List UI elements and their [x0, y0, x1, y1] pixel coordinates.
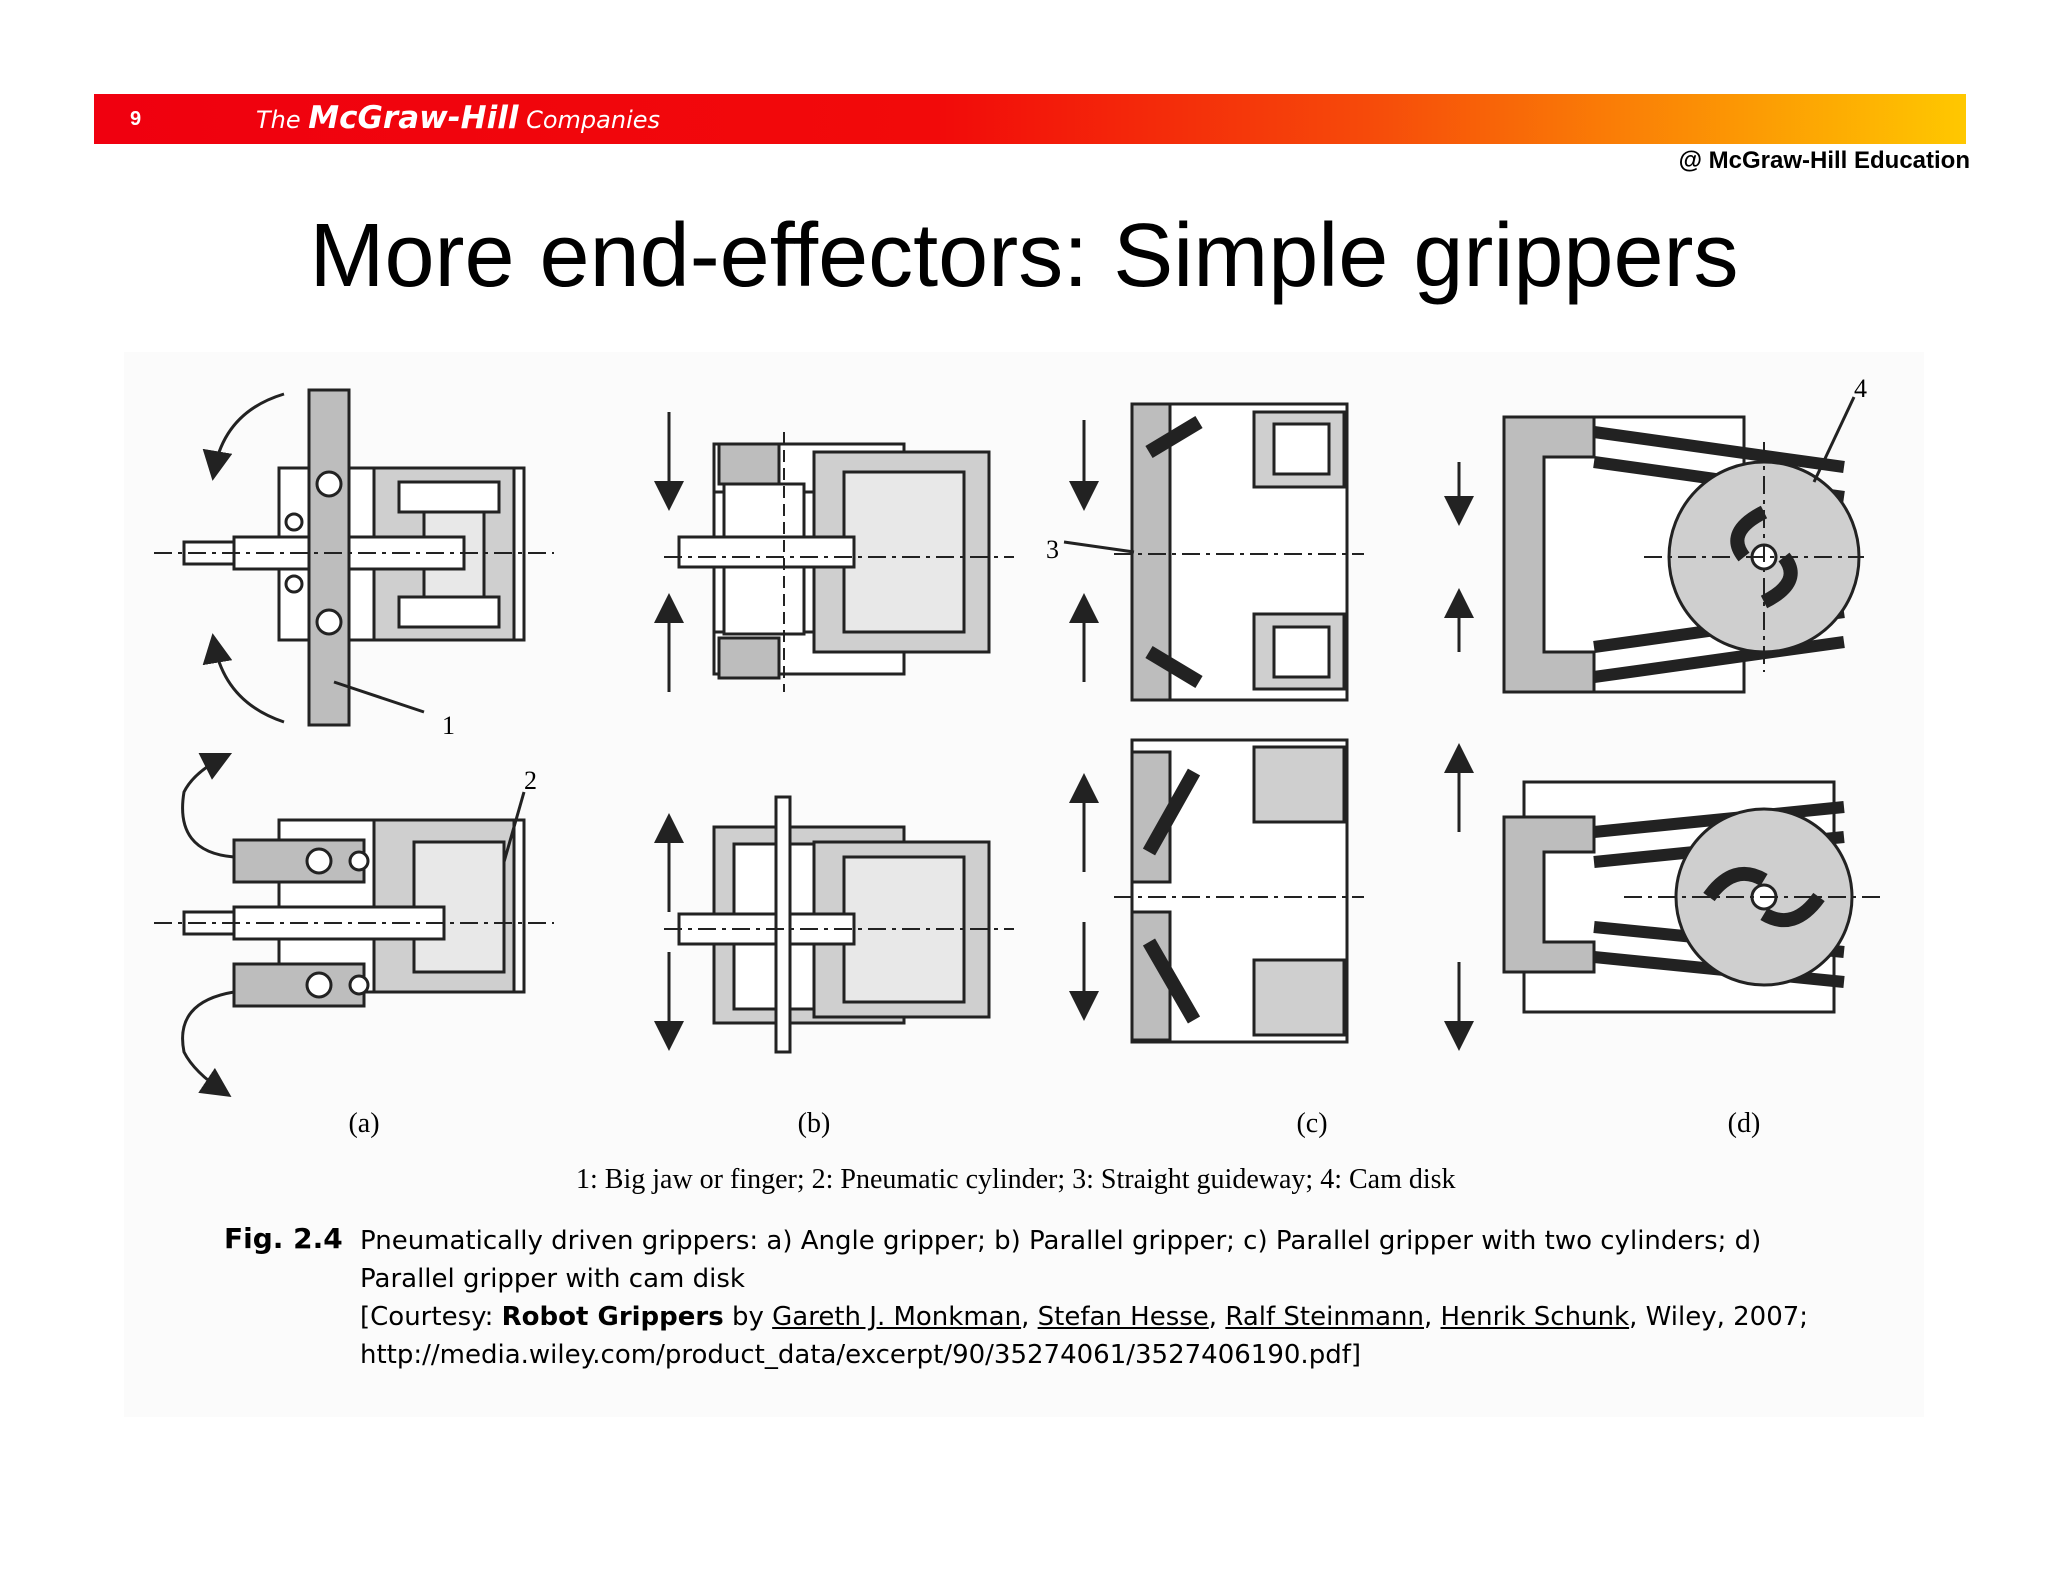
- copyright-notice: @ McGraw-Hill Education: [1678, 147, 1970, 174]
- author-link[interactable]: Ralf Steinmann: [1225, 1302, 1425, 1332]
- panel-label-c: (c): [1296, 1108, 1328, 1139]
- panel-label-d: (d): [1727, 1108, 1761, 1139]
- cam-disk-gripper-bottom: [1444, 743, 1884, 1051]
- angle-gripper-top: [154, 388, 554, 727]
- panel-label-a: (a): [348, 1108, 380, 1139]
- figure-legend: 1: Big jaw or finger; 2: Pneumatic cylin…: [576, 1164, 1456, 1195]
- caption-description: Pneumatically driven grippers: a) Angle …: [360, 1226, 1762, 1294]
- figure-label: Fig. 2.4: [224, 1222, 343, 1255]
- author-link[interactable]: Gareth J. Monkman: [772, 1302, 1022, 1332]
- callout-3: 3: [1046, 535, 1059, 564]
- callout-2: 2: [524, 766, 537, 795]
- source-url: http://media.wiley.com/product_data/exce…: [360, 1340, 1361, 1370]
- author-link[interactable]: Henrik Schunk: [1440, 1302, 1630, 1332]
- author-link[interactable]: Stefan Hesse: [1037, 1302, 1209, 1332]
- gripper-drawings: 1 2 3 4: [154, 374, 1884, 1097]
- slide-title: More end-effectors: Simple grippers: [309, 206, 1739, 306]
- parallel-gripper-top: [654, 412, 1014, 692]
- figure-caption: Pneumatically driven grippers: a) Angle …: [360, 1226, 1809, 1370]
- cam-disk-gripper-top: [1444, 396, 1864, 694]
- header-bar: 9 The McGraw-Hill Companies: [94, 94, 1966, 144]
- two-cylinder-gripper-top: [1063, 402, 1364, 702]
- angle-gripper-bottom: [154, 752, 554, 1097]
- parallel-gripper-bottom: [654, 795, 1014, 1054]
- book-title: Robot Grippers: [501, 1302, 724, 1332]
- two-cylinder-gripper-bottom: [1069, 738, 1364, 1044]
- callout-1: 1: [442, 711, 455, 740]
- brand-logo: The McGraw-Hill Companies: [256, 100, 661, 136]
- panel-label-b: (b): [797, 1108, 831, 1139]
- gripper-figure: 1 2 3 4 (a) (b) (c) (d) 1: Big jaw or fi…: [124, 352, 1924, 1417]
- callout-4: 4: [1854, 374, 1867, 403]
- slide-number: 9: [130, 108, 142, 130]
